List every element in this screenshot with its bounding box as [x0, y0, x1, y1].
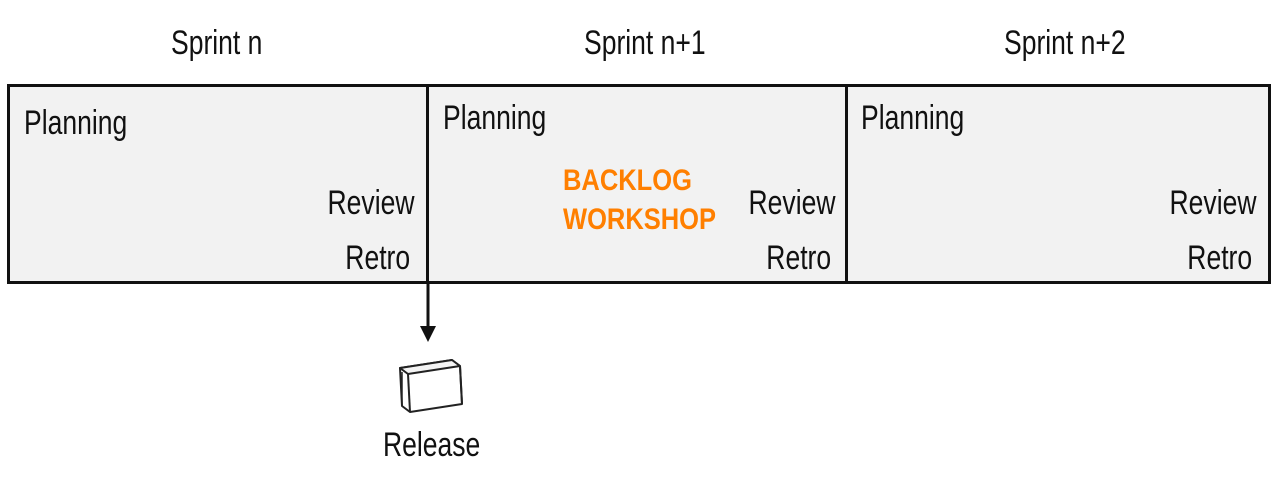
planning-label-n2: Planning: [861, 99, 965, 137]
sprint-timeline: [7, 84, 1271, 284]
box-icon: [399, 359, 463, 413]
backlog-workshop-line2: WORKSHOP: [563, 203, 716, 236]
sprint-divider-2: [845, 84, 848, 284]
release-arrow-head: [420, 326, 436, 342]
sprint-cell-n2: [847, 84, 1271, 284]
review-label-n2: Review: [1169, 184, 1256, 222]
sprint-title-n: Sprint n: [171, 24, 263, 62]
retro-label-n: Retro: [345, 239, 410, 277]
planning-label-n: Planning: [24, 104, 128, 142]
backlog-workshop-line1: BACKLOG: [563, 164, 692, 197]
sprint-title-n1: Sprint n+1: [584, 24, 706, 62]
review-label-n: Review: [327, 184, 414, 222]
retro-label-n1: Retro: [766, 239, 831, 277]
review-label-n1: Review: [748, 184, 835, 222]
planning-label-n1: Planning: [443, 99, 547, 137]
release-label: Release: [383, 426, 481, 464]
sprint-title-n2: Sprint n+2: [1004, 24, 1126, 62]
sprint-cell-n: [7, 84, 429, 284]
retro-label-n2: Retro: [1187, 239, 1252, 277]
sprint-cell-n1: [429, 84, 847, 284]
sprint-divider-1: [426, 84, 429, 284]
